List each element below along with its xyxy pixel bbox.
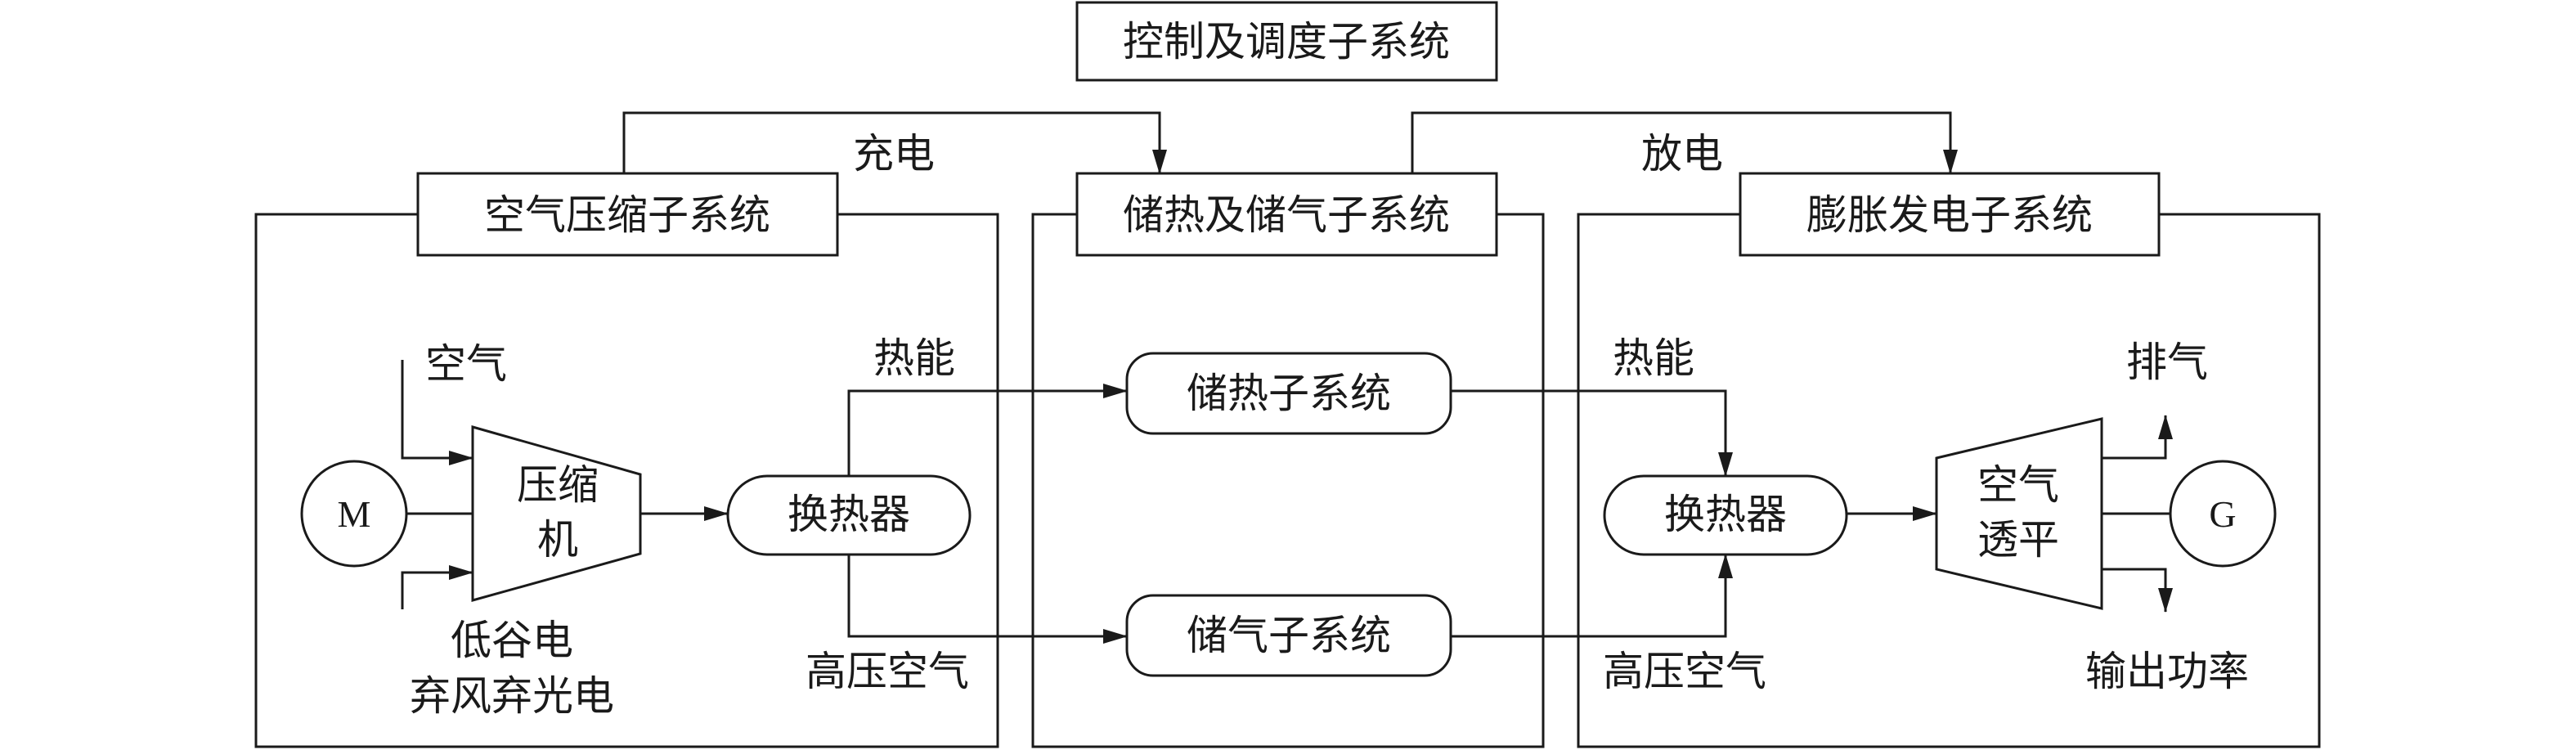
power-input-arrow	[401, 565, 473, 609]
turbine-shape	[1935, 417, 2103, 610]
charge-line	[622, 111, 1167, 186]
power-input-line1: 低谷电	[451, 617, 573, 664]
compression-title-box	[416, 172, 839, 257]
compression-heat-label: 热能	[873, 335, 955, 382]
motor-label: M	[338, 493, 371, 535]
compressor-label-line2: 机	[537, 516, 578, 564]
heat-exchanger-2-label: 换热器	[1664, 491, 1787, 538]
turbine-label-line1: 空气	[1977, 461, 2059, 509]
generator-label: G	[2209, 493, 2236, 535]
storage-title-box	[1075, 172, 1498, 257]
heat-exchanger-1-label: 换热器	[788, 491, 910, 538]
output-label: 输出功率	[2085, 648, 2249, 695]
discharge-label: 放电	[1641, 130, 1723, 177]
expansion-title: 膨胀发电子系统	[1806, 191, 2093, 239]
expansion-title-box	[1739, 172, 2161, 257]
air-to-store-arrow	[847, 555, 1128, 644]
expansion-air-label: 高压空气	[1603, 648, 1766, 695]
charge-label: 充电	[853, 130, 935, 177]
heat-to-store-arrow	[847, 384, 1128, 476]
exhaust-arrow	[2102, 415, 2173, 460]
discharge-line	[1411, 111, 1958, 174]
air-inlet-label: 空气	[425, 340, 507, 388]
heat-store-box	[1125, 352, 1452, 435]
power-input-line2: 弃风弃光电	[410, 672, 614, 720]
heat-to-hx2-arrow	[1451, 389, 1733, 477]
air-store-label: 储气子系统	[1187, 612, 1391, 659]
generator-circle	[2169, 460, 2277, 568]
exhaust-label: 排气	[2126, 339, 2208, 386]
control-label: 控制及调度子系统	[1123, 18, 1450, 65]
compressor-label-line1: 压缩	[517, 461, 599, 509]
output-arrow	[2102, 568, 2173, 613]
compression-air-label: 高压空气	[806, 648, 969, 695]
heat-exchanger-2	[1603, 474, 1848, 556]
heat-store-label: 储热子系统	[1187, 370, 1391, 417]
compressor-shape	[471, 425, 642, 602]
compression-frame	[254, 213, 999, 748]
storage-title: 储热及储气子系统	[1123, 191, 1450, 239]
control-box	[1075, 1, 1498, 82]
expansion-heat-label: 热能	[1613, 335, 1694, 382]
air-inlet-arrow	[401, 360, 473, 465]
turbine-label-line2: 透平	[1977, 516, 2059, 564]
air-to-hx2-arrow	[1451, 554, 1733, 638]
compression-title: 空气压缩子系统	[484, 191, 770, 239]
storage-frame	[1031, 213, 1545, 748]
expansion-frame	[1577, 213, 2321, 748]
